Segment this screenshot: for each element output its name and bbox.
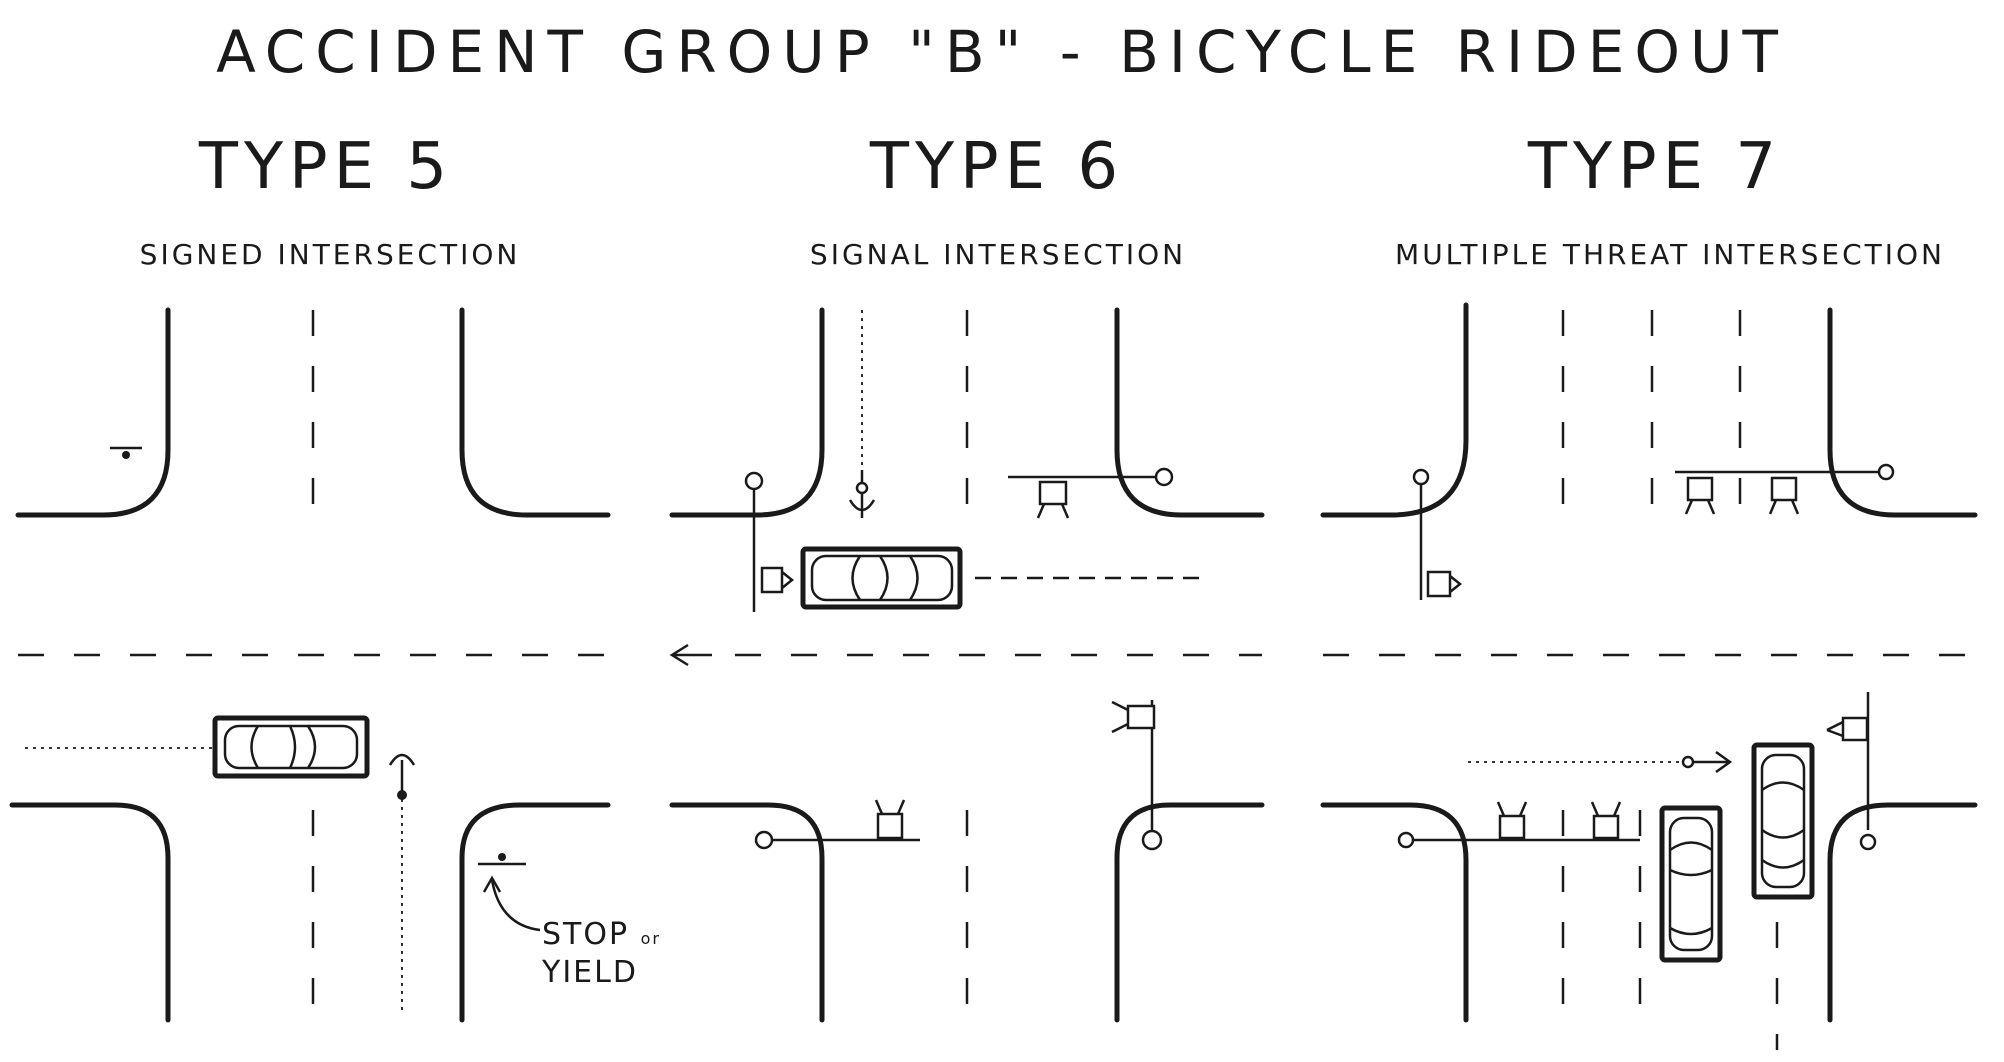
- car-icon: [1751, 742, 1815, 900]
- stop-sign-icon: [478, 853, 526, 866]
- bicycle-icon: [388, 753, 416, 800]
- bicycle-icon: [1681, 755, 1695, 769]
- curb-nw: [1320, 302, 1469, 518]
- annotation-or: or: [640, 929, 661, 948]
- curb-ne: [1827, 307, 1978, 518]
- annotation-stop: STOP: [542, 917, 630, 952]
- curb-ne: [1114, 307, 1265, 518]
- car-icon: [1659, 805, 1723, 963]
- type-7-subtitle: MULTIPLE THREAT INTERSECTION: [1395, 238, 1945, 271]
- curb-nw: [669, 307, 825, 518]
- bicycle-icon: [848, 470, 876, 518]
- stop-sign-icon: [110, 446, 142, 459]
- traffic-signal-icon: [754, 799, 920, 850]
- annotation-arrow: [490, 879, 541, 932]
- curb-ne: [459, 307, 611, 518]
- curb-sw: [1320, 802, 1469, 1023]
- car-icon: [212, 715, 370, 779]
- type-7-intersection: [1320, 302, 1978, 1050]
- diagram-title: ACCIDENT GROUP "B" - BICYCLE RIDEOUT: [216, 18, 1788, 86]
- car-turn-arrow: [669, 643, 712, 667]
- traffic-signal-icon: [1412, 468, 1463, 600]
- curb-se: [459, 802, 611, 1023]
- traffic-signal-icon: [1008, 467, 1174, 519]
- type-6-subtitle: SIGNAL INTERSECTION: [809, 238, 1187, 271]
- type-7-heading: TYPE 7: [1527, 130, 1783, 204]
- car-icon: [800, 546, 963, 610]
- traffic-signal-icon: [1675, 463, 1895, 515]
- curb-sw: [9, 802, 171, 1023]
- traffic-signal-icon: [1826, 692, 1877, 851]
- type-6-intersection: [669, 307, 1265, 1023]
- curb-se: [1827, 802, 1978, 1023]
- type-5-heading: TYPE 5: [198, 130, 454, 204]
- curb-sw: [669, 802, 825, 1023]
- traffic-signal-icon: [1111, 700, 1163, 851]
- traffic-signal-icon: [1397, 801, 1640, 849]
- type-5-intersection: [9, 307, 611, 1023]
- traffic-signal-icon: [744, 471, 795, 612]
- curb-nw: [15, 307, 171, 518]
- type-6-heading: TYPE 6: [869, 130, 1125, 204]
- annotation-yield: YIELD: [542, 955, 638, 990]
- bicycle-arrow: [1688, 750, 1733, 774]
- type-5-subtitle: SIGNED INTERSECTION: [139, 238, 521, 271]
- curb-se: [1114, 802, 1265, 1023]
